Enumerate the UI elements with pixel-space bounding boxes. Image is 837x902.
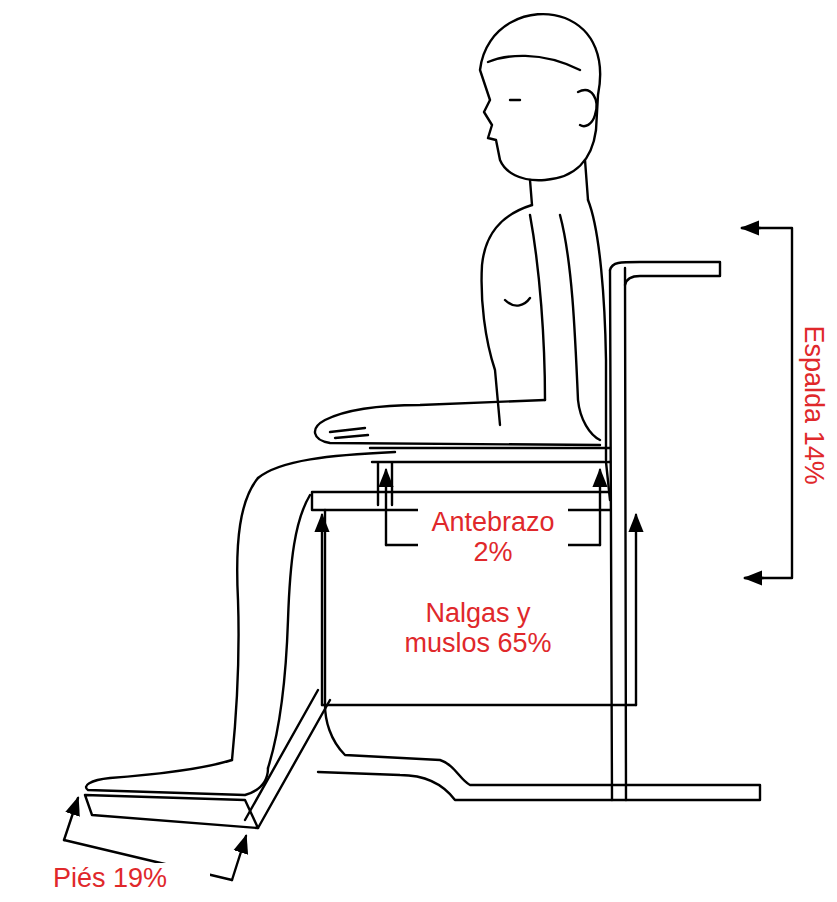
dimension-line: [322, 704, 636, 706]
push-handle: [610, 262, 720, 285]
dimension-bracket: [742, 228, 792, 578]
region-label: Espalda 14%: [799, 300, 829, 510]
chair-back-post: [610, 268, 626, 800]
forearm-hand: [315, 400, 600, 445]
ear: [578, 90, 596, 126]
fingers: [330, 428, 368, 438]
neck-back: [585, 160, 588, 200]
dimension-arrow: [321, 515, 323, 705]
arrowhead: [742, 227, 760, 229]
dimension-arrow: [232, 836, 246, 880]
upper-arm: [560, 215, 600, 440]
head: [480, 14, 600, 180]
shin-back: [268, 495, 310, 768]
region-label: Antebrazo 2%: [418, 507, 568, 567]
torso-front: [482, 205, 532, 425]
hair-line: [488, 56, 580, 70]
dimension-arrow: [599, 470, 601, 545]
chest-line: [505, 298, 530, 306]
shin-front: [232, 478, 258, 760]
dimension-arrow: [635, 515, 637, 705]
region-label: Nalgas y muslos 65%: [393, 598, 563, 658]
upper-arm-front: [530, 215, 545, 400]
footrest-strut: [245, 690, 330, 828]
dimension-arrow: [64, 798, 78, 840]
eye: [510, 99, 520, 101]
dimension-arrow: [385, 470, 387, 545]
neck-front: [530, 180, 532, 205]
armrest: [370, 448, 610, 505]
arrowhead: [745, 577, 763, 579]
footplate: [85, 795, 258, 828]
hip: [606, 462, 610, 500]
torso-back: [588, 200, 606, 460]
region-label: Piés 19%: [10, 863, 210, 893]
foot: [86, 760, 268, 795]
thigh-top: [258, 452, 395, 478]
